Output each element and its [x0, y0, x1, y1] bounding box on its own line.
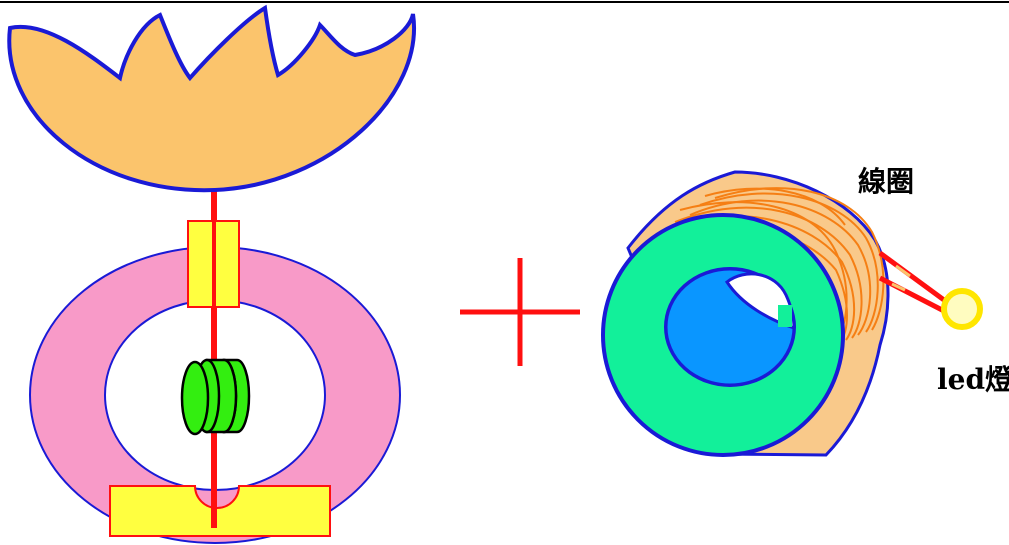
plus-sign [460, 258, 580, 366]
flower-shape [9, 8, 414, 190]
led-wires [880, 253, 946, 312]
led-bulb-icon [944, 291, 980, 327]
bore-inner-green-edge [778, 305, 792, 327]
magnet-disk-1-face [182, 362, 208, 434]
led-label: led燈 [937, 358, 1009, 398]
coil-label: 線圈 [858, 160, 914, 200]
green-magnet-stack [182, 360, 249, 434]
